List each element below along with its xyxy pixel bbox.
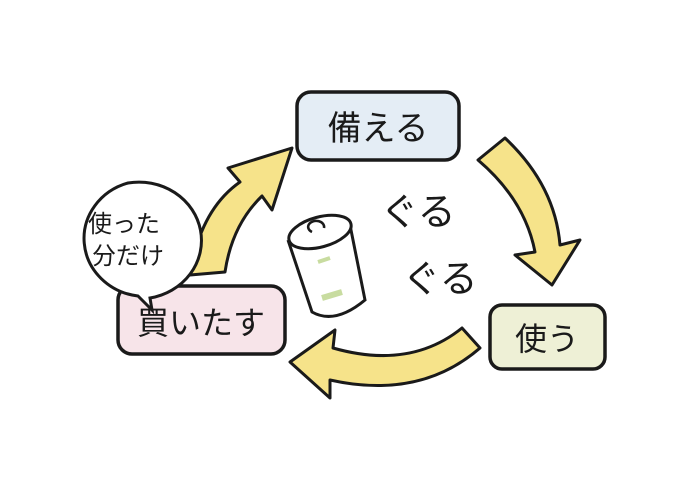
arrow-restock-to-prepare xyxy=(188,146,294,277)
speech-bubble-line2: 分だけ xyxy=(92,242,164,270)
center-text-line1: ぐる xyxy=(380,190,455,234)
arrow-use-to-restock xyxy=(288,326,482,400)
center-text-line2: ぐる xyxy=(402,257,477,301)
can-icon xyxy=(286,213,367,318)
speech-bubble-line1: 使った xyxy=(88,210,160,238)
node-prepare-label: 備える xyxy=(328,109,429,149)
node-restock: 買いたす xyxy=(116,284,287,356)
node-restock-label: 買いたす xyxy=(137,304,265,342)
arrow-prepare-to-use xyxy=(476,136,582,287)
node-use: 使う xyxy=(488,303,607,371)
node-use-label: 使う xyxy=(515,320,579,358)
speech-bubble: 使った 分だけ xyxy=(82,180,203,315)
node-prepare: 備える xyxy=(295,90,461,162)
